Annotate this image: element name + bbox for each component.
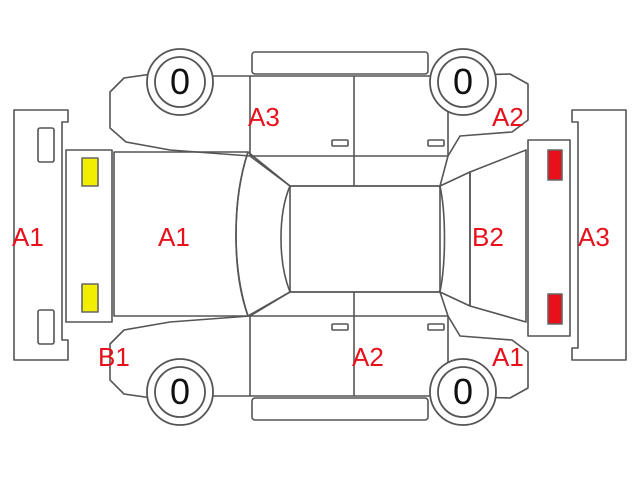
wheel-front-left [146, 48, 214, 116]
wheel-rear-left [146, 358, 214, 426]
damage-label-rear-right-fender-upper: A2 [492, 102, 524, 132]
damage-label-trunk-lid: B2 [472, 222, 504, 252]
damage-label-left-bumper: A1 [12, 222, 44, 252]
roof [289, 185, 441, 293]
headlight-left [81, 157, 99, 187]
wheel-rear-right [429, 358, 497, 426]
damage-label-upper-left-doors: A3 [248, 102, 280, 132]
taillight-lower [547, 293, 563, 325]
damage-label-rear-right-fender-lower: A1 [492, 342, 524, 372]
windshield [235, 151, 291, 317]
wheel-front-right [429, 48, 497, 116]
trunk-lid [469, 149, 527, 323]
damage-label-front-left-fender: B1 [98, 342, 130, 372]
damage-label-lower-left-doors: A2 [352, 342, 384, 372]
rear-panel [527, 139, 571, 337]
rear-bumper [571, 109, 627, 361]
front-panel [65, 149, 113, 323]
headlight-right [81, 283, 99, 313]
damage-label-rear-bumper: A3 [578, 222, 610, 252]
rear-window [439, 171, 471, 307]
front-bumper [13, 109, 69, 361]
tire-count-front-right: 0 [452, 61, 474, 102]
tire-count-rear-right: 0 [452, 371, 474, 412]
damage-label-hood: A1 [158, 222, 190, 252]
tire-count-front-left: 0 [169, 61, 191, 102]
taillight-upper [547, 149, 563, 181]
tire-count-rear-left: 0 [169, 371, 191, 412]
